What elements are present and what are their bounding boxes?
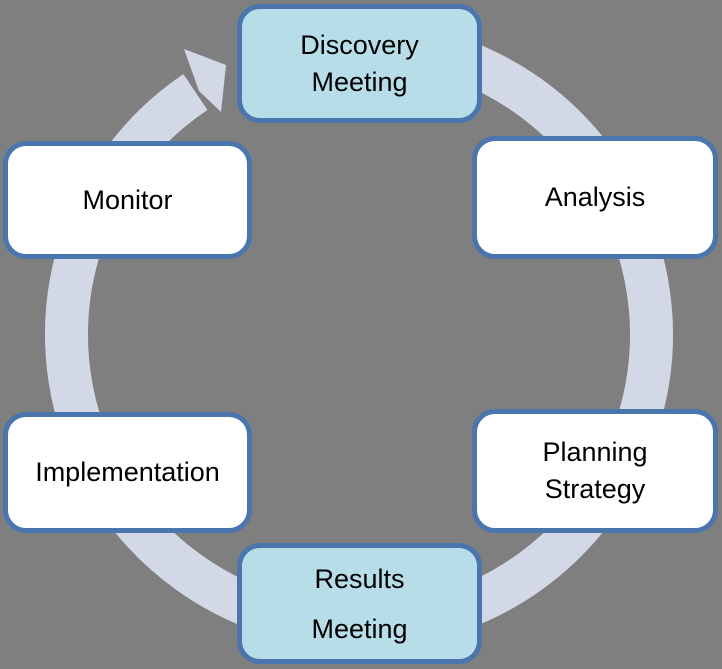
node-label-line: Meeting [311, 66, 408, 97]
node-label-line: Results [314, 563, 405, 594]
node-label-line: Strategy [544, 474, 646, 504]
node-discovery-meeting: Discovery Meeting [237, 4, 482, 123]
node-results-meeting: Results Meeting [237, 543, 482, 664]
node-label-line: Monitor [82, 184, 173, 215]
node-monitor: Monitor [3, 141, 252, 259]
node-label-line: Planning [542, 437, 648, 467]
node-label-line: Discovery [300, 29, 419, 60]
node-analysis: Analysis [472, 136, 718, 259]
node-planning-strategy: Planning Strategy [472, 409, 718, 533]
cycle-arrowhead-icon [184, 49, 226, 112]
node-label-line: Meeting [311, 613, 408, 644]
node-label-line: Analysis [544, 182, 646, 212]
node-implementation: Implementation [3, 412, 252, 533]
node-label-line: Implementation [35, 457, 220, 487]
cycle-arrow-arc [44, 20, 673, 649]
